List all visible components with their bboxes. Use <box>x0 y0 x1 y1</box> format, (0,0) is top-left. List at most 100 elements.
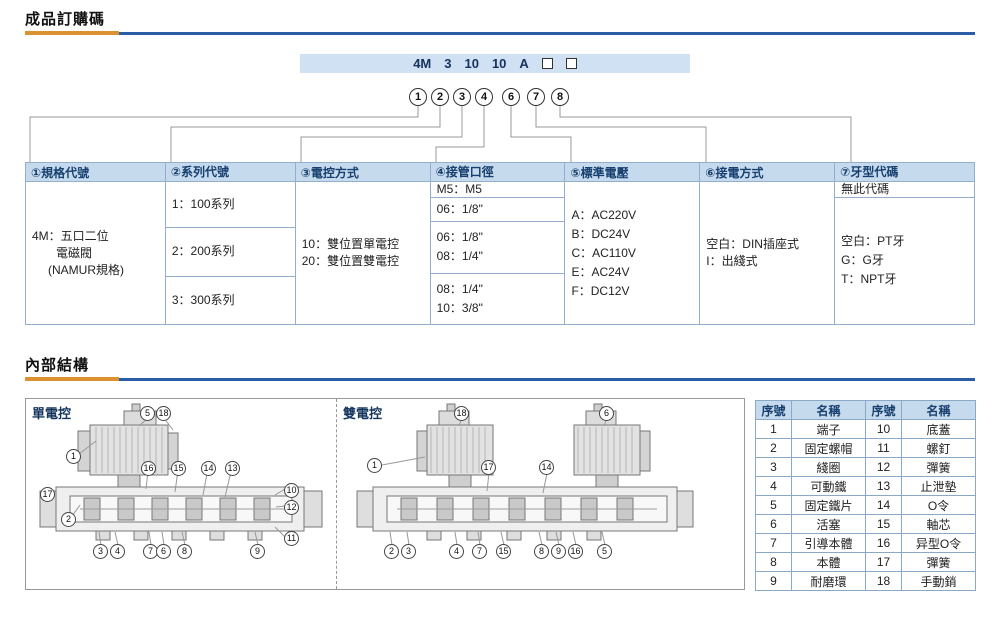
parts-table-header-row: 序號 名稱 序號 名稱 <box>755 400 976 420</box>
column-header-thread: ⑦牙型代碼 <box>835 163 975 182</box>
code-part-voltage: A <box>519 56 529 71</box>
ordering-section-header: 成品訂購碼 <box>25 8 975 35</box>
double-solenoid-diagram: 雙電控 <box>336 399 744 589</box>
part-callout: 9 <box>250 544 265 559</box>
part-number: 11 <box>865 438 902 458</box>
parts-header-number: 序號 <box>755 400 792 420</box>
part-callout: 10 <box>284 483 299 498</box>
cell-line: 20：雙位置雙電控 <box>301 254 400 268</box>
part-number: 13 <box>865 476 902 496</box>
part-number: 14 <box>865 495 902 515</box>
column-series-code: ②系列代號 1：100系列 2：200系列 3：300系列 <box>165 163 296 324</box>
part-number: 17 <box>865 552 902 572</box>
part-name: 底蓋 <box>901 419 976 439</box>
cell-line: 06：1/8" <box>436 230 483 245</box>
part-name: 本體 <box>791 552 866 572</box>
code-part-series: 3 <box>444 56 452 71</box>
diagram-label-double: 雙電控 <box>343 406 383 421</box>
parts-header-number: 序號 <box>865 400 902 420</box>
cell-line: 08：1/4" <box>436 281 483 296</box>
part-number: 1 <box>755 419 792 439</box>
cell-line: 空白：DIN插座式 <box>706 237 799 251</box>
code-blank-box <box>565 58 577 69</box>
part-callout: 15 <box>171 461 186 476</box>
column-header-series: ②系列代號 <box>165 163 295 182</box>
part-callout: 11 <box>284 531 299 546</box>
cell-line: 1：100系列 <box>171 196 235 211</box>
column-control-mode: ③電控方式 10：雙位置單電控 20：雙位置雙電控 <box>295 163 431 324</box>
column-header-spec: ①規格代號 <box>26 163 165 182</box>
part-number: 3 <box>755 457 792 477</box>
title-underline <box>25 31 975 35</box>
single-solenoid-diagram: 單電控 <box>26 399 336 589</box>
part-name: 固定鐵片 <box>791 495 866 515</box>
cell-line: B：DC24V <box>571 226 631 241</box>
cell-line: 08：1/4" <box>436 249 483 264</box>
part-callout: 16 <box>141 461 156 476</box>
part-callout: 5 <box>140 406 155 421</box>
cell-line: F：DC12V <box>571 283 630 298</box>
series-cell: 2：200系列 <box>165 228 295 277</box>
part-callout: 17 <box>40 487 55 502</box>
position-circle: 1 <box>409 88 427 106</box>
cell-line: 無此代碼 <box>841 182 890 197</box>
cell-line: 2：200系列 <box>171 244 235 259</box>
diagram-label-single: 單電控 <box>32 406 72 421</box>
structure-section-header: 內部結構 <box>25 354 975 381</box>
part-name: 軸芯 <box>901 514 976 534</box>
port-cell: 06：1/8" <box>430 198 565 223</box>
code-part-spec: 4M <box>413 56 432 71</box>
position-circle: 4 <box>475 88 493 106</box>
section-title-internal-structure: 內部結構 <box>25 357 90 374</box>
part-callout: 13 <box>225 461 240 476</box>
cell-line: 空白：PT牙 <box>841 234 905 249</box>
double-solenoid-valve-art <box>356 403 694 546</box>
part-callout: 2 <box>384 544 399 559</box>
port-cell: 06：1/8" 08：1/4" <box>430 222 565 274</box>
column-connection-mode: ⑥接電方式 空白：DIN插座式 I：出綫式 <box>700 163 836 324</box>
thread-cell: 空白：PT牙 G：G牙 T：NPT牙 <box>835 198 974 324</box>
part-number: 8 <box>755 552 792 572</box>
cell-line: 06：1/8" <box>436 201 483 216</box>
port-cell: M5：M5 <box>430 182 565 198</box>
code-part-control: 10 <box>464 56 479 71</box>
part-number: 12 <box>865 457 902 477</box>
column-header-connection: ⑥接電方式 <box>700 163 835 182</box>
cell-line: 10：3/8" <box>436 300 483 315</box>
part-number: 10 <box>865 419 902 439</box>
part-name: 止泄墊 <box>901 476 976 496</box>
part-number: 5 <box>755 495 792 515</box>
part-name: 固定螺帽 <box>791 438 866 458</box>
column-header-voltage: ⑤標準電壓 <box>565 163 700 182</box>
part-callout: 18 <box>454 406 469 421</box>
part-callout: 4 <box>449 544 464 559</box>
control-cell: 10：雙位置單電控 20：雙位置雙電控 <box>296 182 430 324</box>
part-name: 活塞 <box>791 514 866 534</box>
cell-line: E：AC24V <box>571 264 630 279</box>
part-callout: 1 <box>367 458 382 473</box>
part-callout: 7 <box>472 544 487 559</box>
part-name: 彈簧 <box>901 457 976 477</box>
column-thread-code: ⑦牙型代碼 無此代碼 空白：PT牙 G：G牙 T：NPT牙 <box>835 163 975 324</box>
ordering-code-bar: 4M 3 10 10 A <box>300 54 690 73</box>
thread-cell: 無此代碼 <box>835 182 975 198</box>
single-solenoid-valve-art <box>39 403 323 546</box>
part-name: 綫圈 <box>791 457 866 477</box>
part-callout: 14 <box>539 460 554 475</box>
cell-line: (NAMUR規格) <box>48 262 124 277</box>
part-name: 可動鐵 <box>791 476 866 496</box>
cell-line: C：AC110V <box>571 245 636 260</box>
part-name: 引導本體 <box>791 533 866 553</box>
column-header-control: ③電控方式 <box>295 163 430 182</box>
part-callout: 17 <box>481 460 496 475</box>
cell-line: M5：M5 <box>436 182 482 197</box>
cell-line: 10：雙位置單電控 <box>301 237 400 251</box>
